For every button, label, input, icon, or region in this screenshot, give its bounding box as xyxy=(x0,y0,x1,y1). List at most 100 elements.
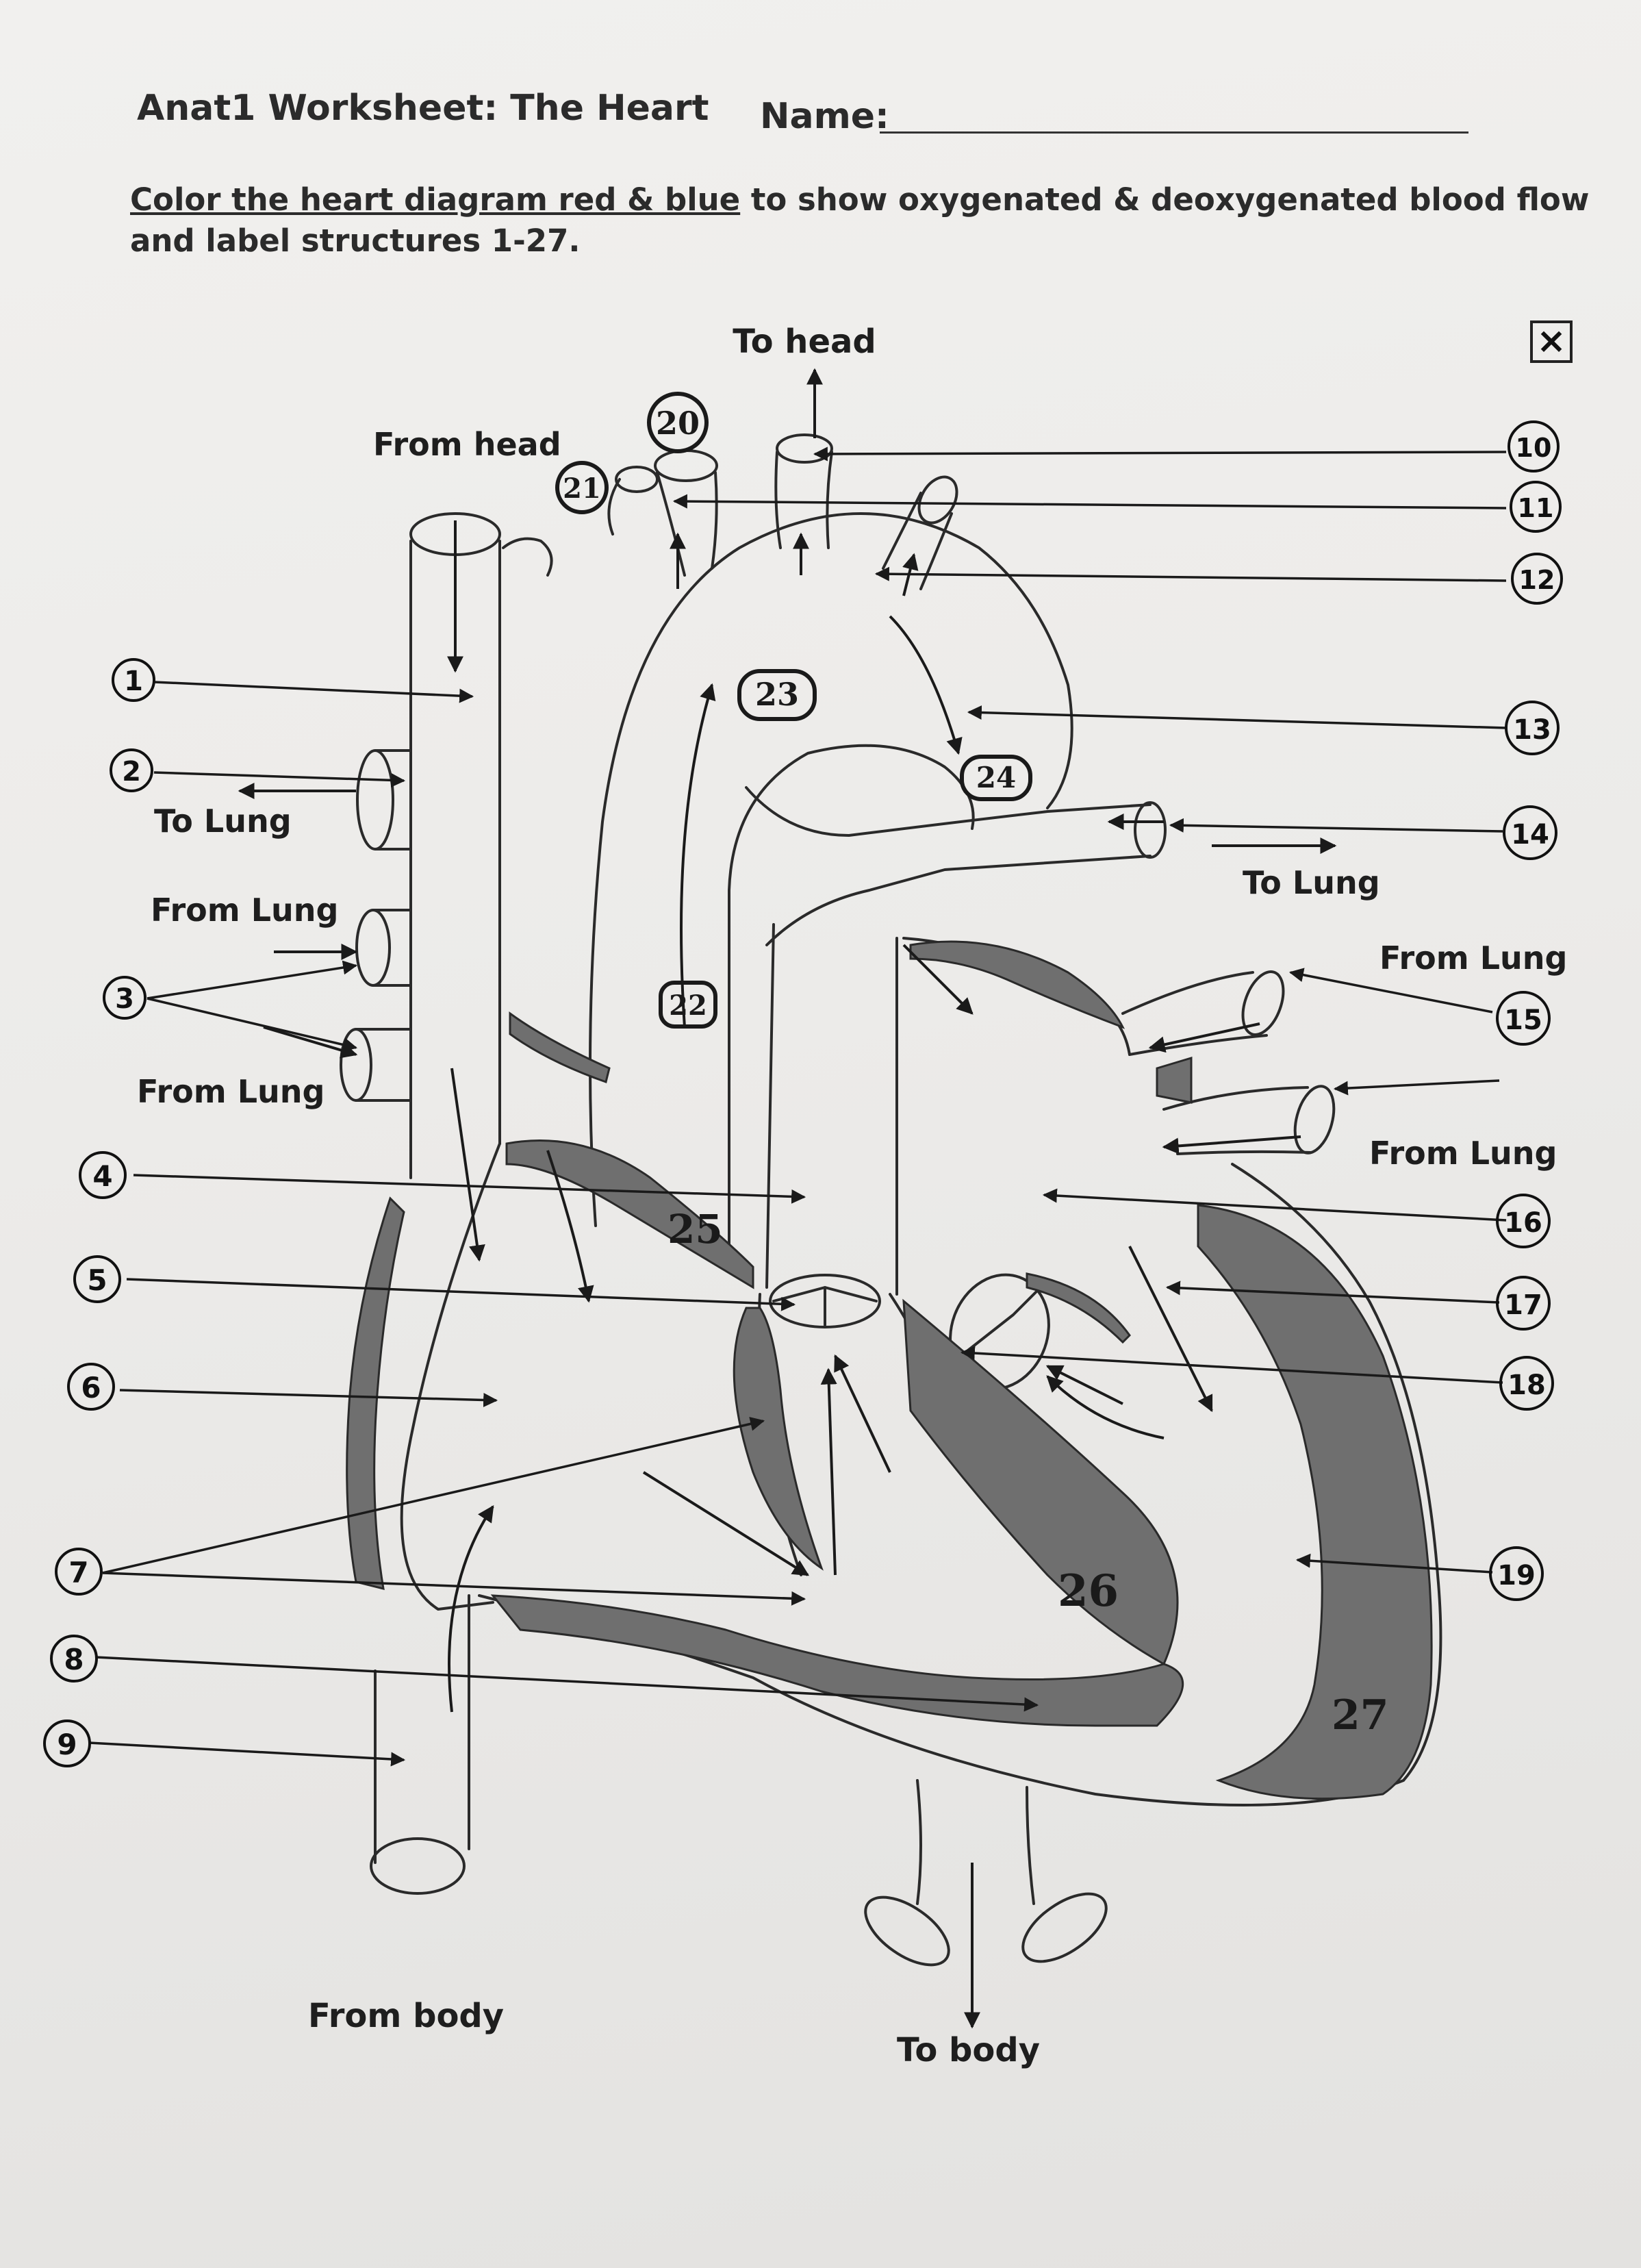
arrow-arch-right xyxy=(889,615,963,755)
marker-13: 13 xyxy=(1505,701,1560,755)
pulmonary-trunk xyxy=(745,786,1152,837)
marker-4-text: 4 xyxy=(92,1159,112,1193)
label-to-body: To body xyxy=(897,2031,1040,2069)
marker-21-text: 21 xyxy=(563,473,601,505)
label-from-head: From head xyxy=(373,426,561,463)
left-number-markers: 1 2 3 4 5 6 7 8 9 xyxy=(43,658,155,1767)
label-from-lung-left-2: From Lung xyxy=(137,1073,325,1110)
marker-11: 11 xyxy=(1510,481,1562,533)
instructions: Color the heart diagram red & blue to sh… xyxy=(130,179,1602,262)
marker-9: 9 xyxy=(43,1719,91,1767)
marker-23-text: 23 xyxy=(755,676,799,713)
marker-20-text: 20 xyxy=(656,405,700,442)
instructions-rest: to show oxygenated & deoxygenated blood … xyxy=(130,181,1590,259)
flow-text-labels: To head From head To Lung From Lung From… xyxy=(137,323,1567,2069)
marker-15: 15 xyxy=(1496,991,1551,1046)
aortic-arch xyxy=(589,512,1073,1227)
label-from-lung-right-1: From Lung xyxy=(1379,940,1567,977)
pulmonary-vein-stub xyxy=(1156,1056,1193,1104)
brachiocephalic-trunk xyxy=(656,471,686,577)
marker-10: 10 xyxy=(1508,420,1560,473)
marker-16-text: 16 xyxy=(1504,1207,1542,1239)
instructions-underlined: Color the heart diagram red & blue xyxy=(130,181,741,218)
marker-1: 1 xyxy=(112,658,155,702)
marker-19-text: 19 xyxy=(1497,1560,1536,1591)
name-field-line[interactable] xyxy=(880,131,1468,134)
label-to-lung-right: To Lung xyxy=(1243,864,1380,901)
left-atrium-wall-shade xyxy=(909,940,1125,1029)
pulmonary-semilunar-valve xyxy=(769,1274,881,1328)
label-from-lung-right-2: From Lung xyxy=(1369,1135,1557,1172)
marker-24-text: 24 xyxy=(976,761,1016,794)
marker-5: 5 xyxy=(73,1255,121,1303)
arrow-from-lung-right-1 xyxy=(1148,1022,1260,1053)
flow-arrows xyxy=(238,368,1337,2029)
marker-10-text: 10 xyxy=(1516,433,1552,463)
left-pulmonary-vein-lower xyxy=(340,1028,372,1102)
marker-8-text: 8 xyxy=(64,1643,84,1676)
marker-19: 19 xyxy=(1489,1546,1544,1601)
arrow-svc-down xyxy=(450,1068,485,1262)
right-pulmonary-vein-lower xyxy=(1293,1085,1336,1155)
svc-stub xyxy=(509,1011,611,1083)
myocardium xyxy=(346,940,1433,1800)
marker-14-text: 14 xyxy=(1511,819,1549,850)
marker-8: 8 xyxy=(50,1635,98,1683)
left-common-carotid xyxy=(774,451,782,549)
marker-6: 6 xyxy=(67,1363,115,1411)
marker-20: 20 xyxy=(647,392,709,453)
marker-3-text: 3 xyxy=(115,983,134,1015)
marker-23: 23 xyxy=(737,669,817,721)
marker-2-text: 2 xyxy=(122,756,141,788)
marker-2: 2 xyxy=(110,748,153,792)
marker-22-text: 22 xyxy=(669,990,707,1022)
label-to-head: To head xyxy=(733,323,876,361)
right-pulmonary-vein-upper xyxy=(1241,970,1285,1036)
septum-shade xyxy=(902,1298,1179,1666)
marker-25: 25 xyxy=(667,1206,723,1252)
leader-lines xyxy=(88,446,1507,1767)
marker-21: 21 xyxy=(555,461,609,514)
marker-5-text: 5 xyxy=(87,1263,107,1297)
marker-16: 16 xyxy=(1496,1194,1551,1248)
right-atrium-wall xyxy=(400,1142,501,1611)
marker-9-text: 9 xyxy=(57,1728,77,1761)
close-box-icon[interactable]: × xyxy=(1530,320,1573,363)
label-from-lung-left-1: From Lung xyxy=(151,892,338,929)
marker-24: 24 xyxy=(960,755,1032,801)
marker-11-text: 11 xyxy=(1518,493,1554,523)
marker-15-text: 15 xyxy=(1504,1005,1542,1036)
close-box-glyph: × xyxy=(1536,320,1566,362)
marker-1-text: 1 xyxy=(124,666,143,697)
label-to-lung-left: To Lung xyxy=(154,803,292,840)
marker-13-text: 13 xyxy=(1513,714,1551,746)
marker-27: 27 xyxy=(1332,1691,1389,1739)
marker-12-text: 12 xyxy=(1519,565,1555,595)
marker-26: 26 xyxy=(1058,1565,1119,1617)
marker-6-text: 6 xyxy=(81,1371,101,1404)
marker-17: 17 xyxy=(1496,1276,1551,1331)
name-label: Name: xyxy=(760,96,889,137)
mitral-cusp xyxy=(1026,1272,1131,1344)
arrow-from-lung-right-2 xyxy=(1162,1135,1301,1155)
right-pulmonary-artery xyxy=(1134,801,1167,859)
marker-7: 7 xyxy=(55,1548,103,1596)
tricuspid-cusp xyxy=(733,1307,824,1571)
marker-18: 18 xyxy=(1499,1356,1554,1411)
marker-7-text: 7 xyxy=(68,1556,88,1589)
arrow-ivc-up xyxy=(448,1505,494,1713)
descending-aorta xyxy=(916,1779,922,1905)
left-pulmonary-artery xyxy=(356,749,394,850)
left-ventricle-wall-shade xyxy=(1197,1204,1433,1800)
marker-22: 22 xyxy=(659,981,717,1029)
marker-14: 14 xyxy=(1503,805,1557,860)
right-atrium-wall-shade xyxy=(346,1196,405,1591)
marker-3: 3 xyxy=(103,976,147,1020)
marker-4: 4 xyxy=(79,1151,127,1199)
marker-17-text: 17 xyxy=(1504,1289,1542,1321)
inner-number-markers: 20 21 23 24 22 25 26 27 xyxy=(555,392,1389,1739)
left-pulmonary-vein-upper xyxy=(355,909,391,987)
arrow-lv-up xyxy=(902,944,974,1015)
left-subclavian xyxy=(882,492,922,570)
